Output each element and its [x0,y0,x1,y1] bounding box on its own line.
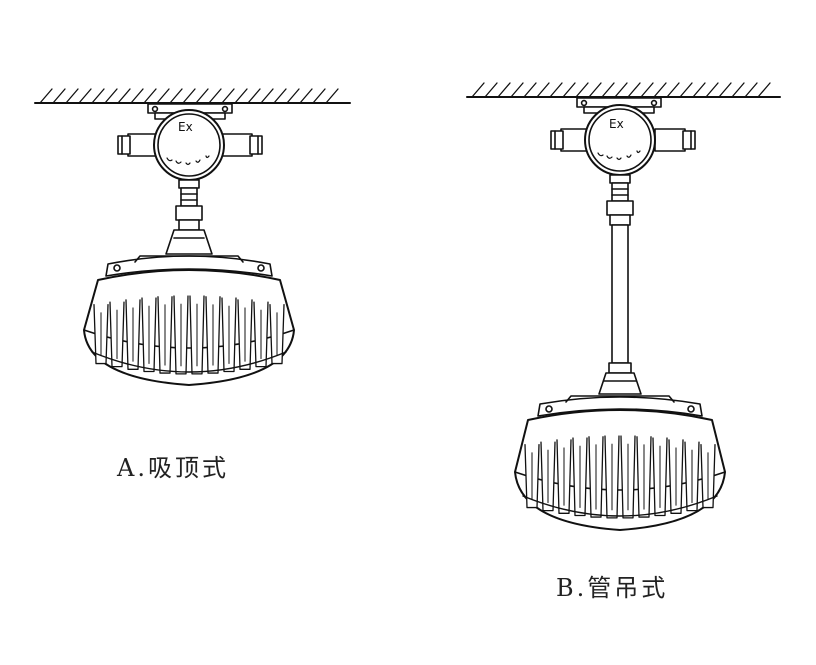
lamp-a-ceiling-mount: Ex [34,88,351,386]
short-stem-a [165,187,213,255]
caption-pendant-mount: B.管吊式 [556,574,669,602]
junction-box-a [117,103,263,189]
lamp-housing-a [83,255,295,386]
ceiling-b [466,82,781,98]
lamp-a-ex-label: Ex [178,120,193,134]
lamp-housing-b [514,395,726,531]
ceiling-a [34,88,351,104]
lamp-b-pendant-mount: Ex [466,82,781,531]
junction-box-b [550,97,696,184]
pendant-tube-b [598,182,642,395]
caption-ceiling-mount: A.吸顶式 [117,454,229,482]
lamp-b-ex-label: Ex [609,117,624,131]
